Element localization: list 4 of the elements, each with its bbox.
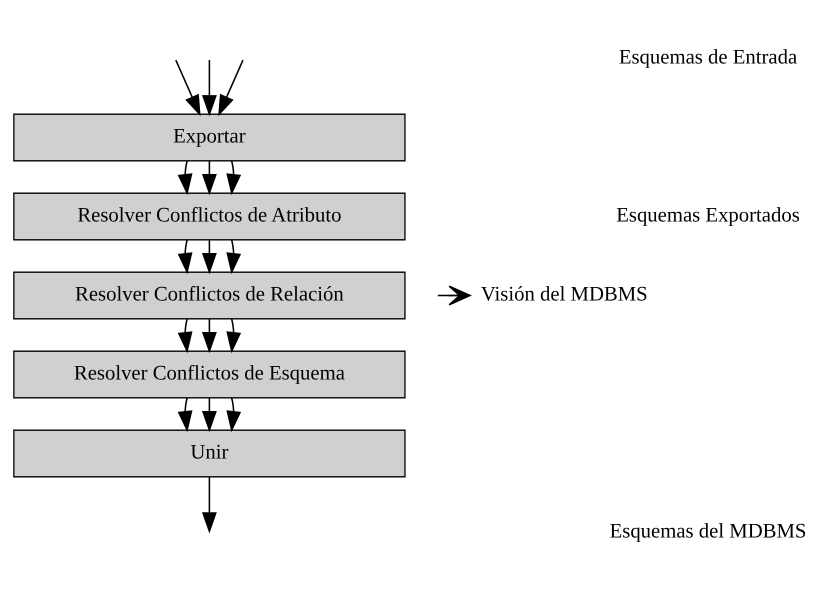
label: Esquemas del MDBMS bbox=[610, 520, 806, 542]
label: Esquemas Exportados bbox=[616, 204, 800, 226]
node-text: Visión del MDBMS bbox=[480, 282, 648, 305]
label: Esquemas de Entrada bbox=[618, 46, 798, 68]
